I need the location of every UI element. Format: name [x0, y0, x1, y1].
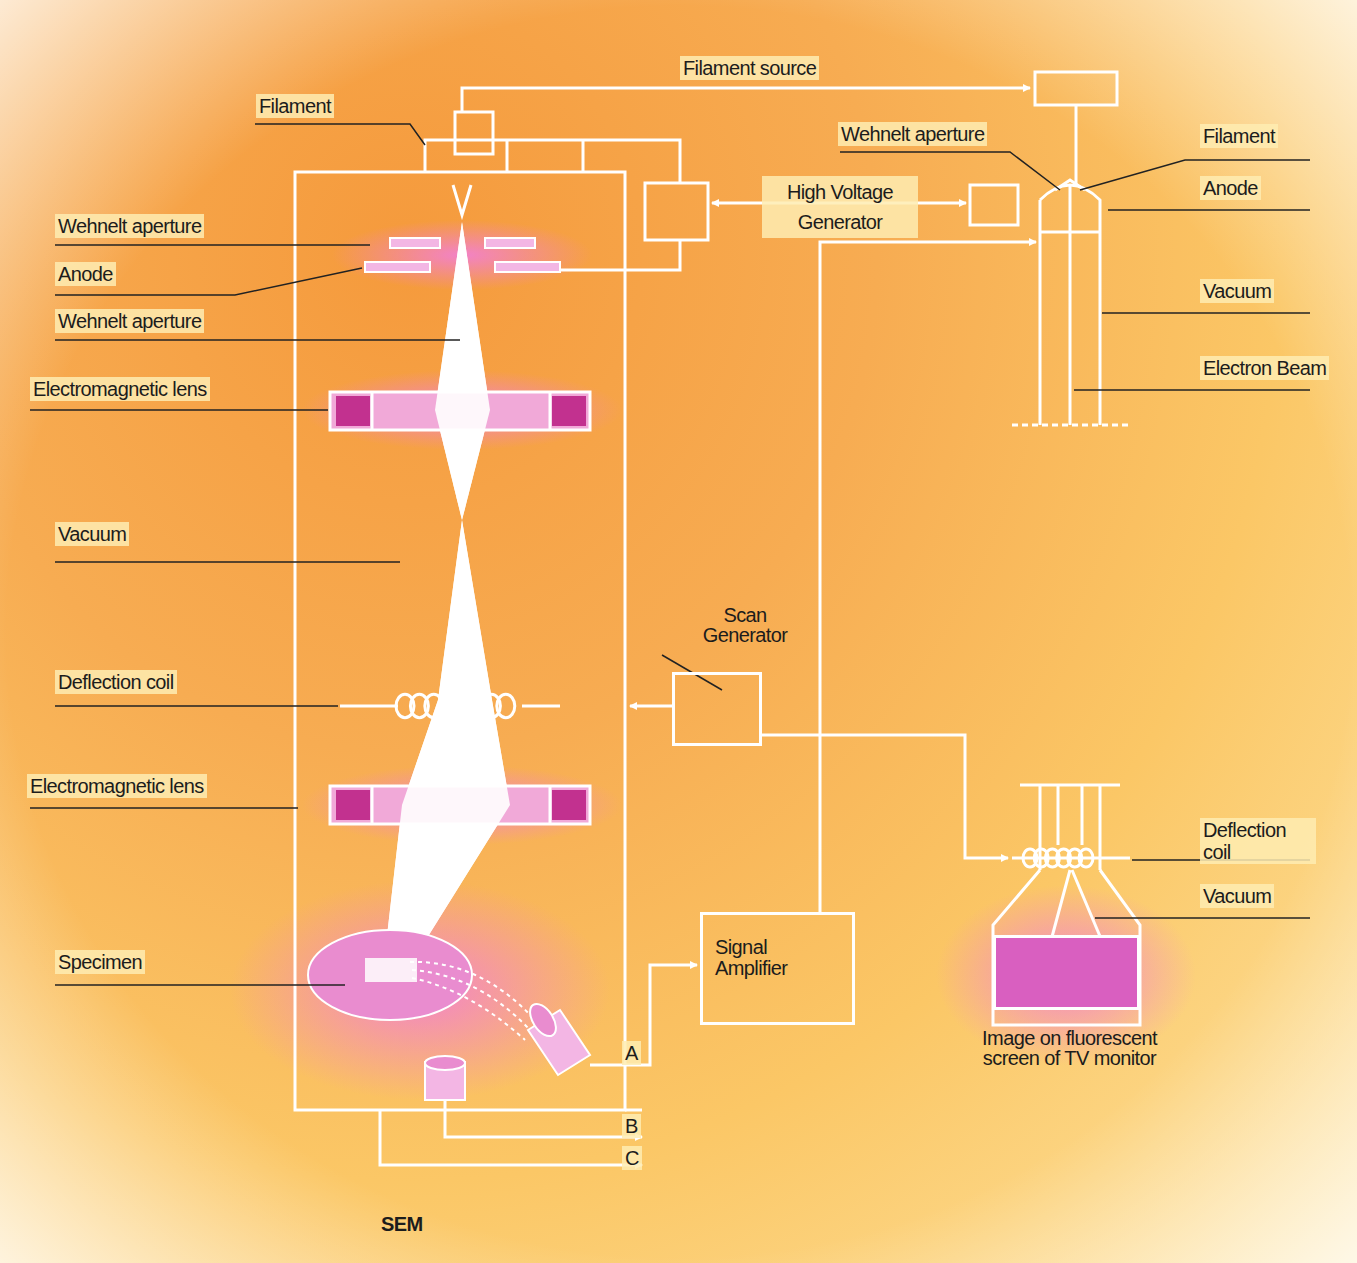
wiring: [507, 140, 583, 172]
aperture-plates: [365, 262, 430, 272]
deflection-coil: [340, 705, 560, 708]
crt-gun: [1040, 185, 1100, 425]
wiring: [1035, 72, 1117, 105]
leader-line: [1108, 209, 1310, 211]
crt-gun: [1040, 180, 1100, 232]
emitted-electrons: [412, 970, 530, 1030]
leader-line: [1080, 160, 1310, 190]
wiring: [455, 112, 493, 154]
wiring: [645, 183, 708, 240]
leader-line: [1095, 917, 1310, 919]
crt-gun: [993, 870, 1140, 1025]
electromagnetic-lens: [552, 790, 586, 820]
part-label: Electromagnetic lens: [30, 377, 210, 401]
part-label: Wehnelt aperture: [55, 309, 204, 333]
deflection-coil: [340, 694, 560, 717]
leader-line: [55, 705, 338, 707]
emitted-electrons: [410, 962, 535, 1020]
part-label: High Voltage Generator: [762, 176, 918, 238]
wiring: [1075, 105, 1078, 185]
wiring: [820, 242, 1036, 912]
part-label: Electromagnetic lens: [27, 774, 207, 798]
leader-line: [55, 339, 460, 341]
part-label: Deflection coil: [1200, 818, 1316, 864]
aperture-plates: [390, 238, 440, 248]
wiring: [380, 1110, 642, 1165]
sem-illustration: [435, 222, 490, 520]
part-label: Filament source: [680, 56, 819, 80]
crt-gun: [1012, 424, 1128, 427]
deflection-coil: [1079, 849, 1093, 867]
wiring: [445, 1100, 642, 1137]
wiring: [590, 965, 697, 1065]
part-label: Filament: [1200, 124, 1278, 148]
leader-line: [55, 244, 370, 246]
electromagnetic-lens: [336, 790, 370, 820]
leader-line: [30, 807, 298, 809]
filament-tip: [453, 185, 471, 215]
leader-line: [30, 409, 328, 411]
wiring: [295, 172, 625, 1110]
part-label: Vacuum: [55, 522, 129, 546]
wiring: [970, 185, 1018, 225]
electron-beam: [384, 520, 510, 962]
detector: [425, 999, 590, 1100]
node-text: Scan Generator: [685, 605, 805, 645]
sem-illustration: [384, 520, 510, 962]
part-label: Vacuum: [1200, 279, 1274, 303]
wiring: [762, 735, 1008, 858]
electron-beam: [435, 222, 490, 520]
wiring: [625, 1109, 642, 1112]
aperture-plates: [485, 238, 535, 248]
electromagnetic-lens: [552, 396, 586, 426]
part-label: SEM: [378, 1212, 426, 1236]
part-label: Anode: [1200, 176, 1261, 200]
electromagnetic-lens: [336, 396, 370, 426]
wiring: [630, 705, 672, 708]
node-text: Signal Amplifier: [703, 915, 852, 979]
wiring: [560, 240, 680, 270]
leader-line: [55, 561, 400, 563]
part-label: Specimen: [55, 950, 145, 974]
leader-line: [30, 124, 1310, 985]
part-label: Vacuum: [1200, 884, 1274, 908]
wiring: [425, 140, 680, 183]
signal-amplifier-box: Signal Amplifier: [700, 912, 855, 1025]
crt-gun: [1069, 185, 1072, 425]
part-label: A: [622, 1041, 641, 1065]
leader-line: [55, 984, 345, 986]
node-text: Image on fluorescent screen of TV monito…: [956, 1028, 1183, 1068]
crt-gun: [993, 180, 1140, 1025]
specimen-stage: [308, 930, 472, 1020]
detector: [425, 1056, 465, 1070]
wiring: [462, 88, 1030, 112]
leader-line: [1074, 389, 1310, 391]
part-label: Filament: [256, 94, 334, 118]
part-label: Deflection coil: [55, 670, 177, 694]
deflection-coil: [1023, 849, 1093, 867]
part-label: C: [622, 1146, 642, 1170]
specimen: [365, 958, 417, 982]
part-label: Electron Beam: [1200, 356, 1329, 380]
part-label: Wehnelt aperture: [55, 214, 204, 238]
emitted-electrons: [410, 962, 535, 1040]
part-label: Anode: [55, 262, 116, 286]
scan-generator-box: Scan Generator: [672, 672, 762, 746]
detector: [525, 999, 561, 1040]
aperture-plates: [495, 262, 560, 272]
deflection-coil: [497, 694, 515, 717]
tv-screen: Image on fluorescent screen of TV monito…: [993, 935, 1140, 1010]
part-label: Wehnelt aperture: [838, 122, 987, 146]
glow: [230, 220, 1196, 1100]
leader-line: [1102, 312, 1310, 314]
emitted-electrons: [412, 978, 525, 1040]
leader-line: [255, 124, 425, 145]
part-label: B: [622, 1114, 641, 1138]
